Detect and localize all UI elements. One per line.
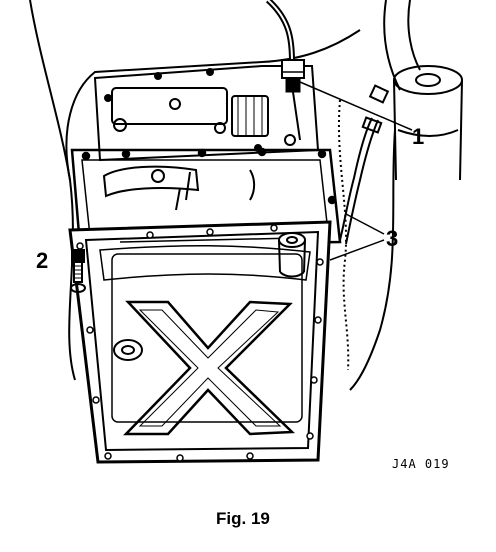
callout-2: 2 [36, 248, 48, 273]
callout-1: 1 [412, 124, 424, 149]
drain-plug-boss [113, 339, 143, 361]
pan-bolt [70, 249, 86, 293]
valve-body [93, 65, 320, 162]
sump-pan [68, 220, 332, 464]
flange-bolt-holes [76, 224, 324, 462]
dipstick-tube [265, 0, 305, 141]
leader-lines [299, 81, 413, 261]
oil-filter [102, 165, 256, 211]
cooler-pipe [339, 84, 390, 245]
tube-socket [278, 232, 306, 278]
x-rib [123, 300, 295, 436]
figure-caption: Fig. 19 [216, 509, 270, 528]
drawing-reference-code: J4A 019 [392, 457, 450, 471]
engine-housing [29, 0, 421, 391]
side-cylinder [393, 65, 463, 181]
callout-3: 3 [386, 226, 398, 251]
